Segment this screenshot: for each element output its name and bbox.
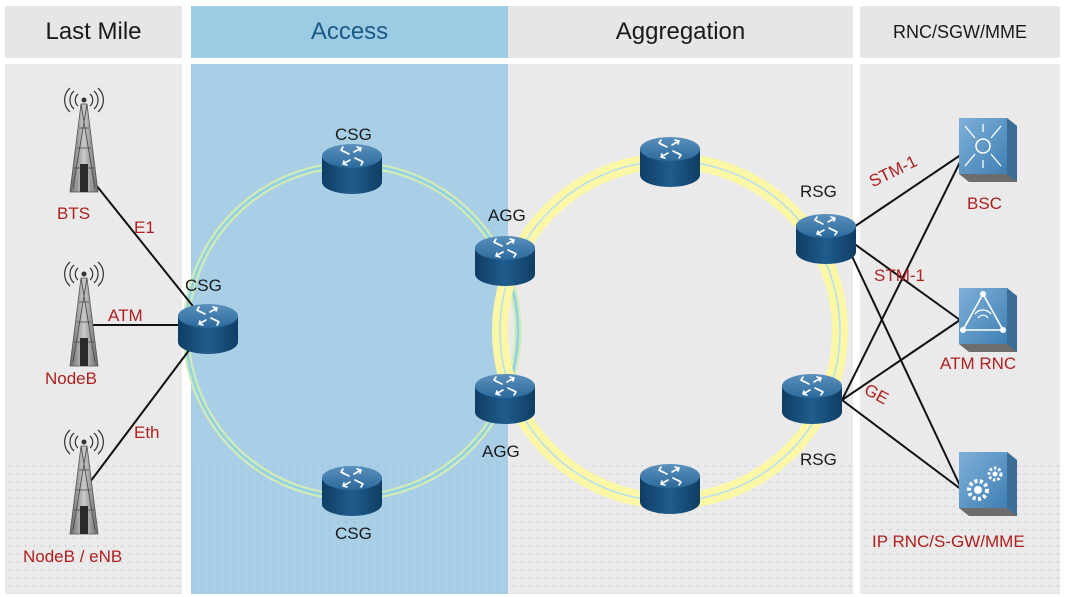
nodeb-label: NodeB xyxy=(45,369,97,388)
rsg-top-label: RSG xyxy=(800,182,837,201)
csg-top-label: CSG xyxy=(335,125,372,144)
ip-rnc-gear-icon xyxy=(959,452,1017,516)
bsc-icon xyxy=(959,118,1017,182)
column-header-last-mile: Last Mile xyxy=(45,18,142,45)
router-icon xyxy=(639,136,701,188)
csg-bottom-label: CSG xyxy=(335,524,372,543)
atm-rnc-icon xyxy=(959,288,1017,352)
atm-rnc-label: ATM RNC xyxy=(940,354,1017,373)
link-atm-label: ATM xyxy=(108,306,143,325)
link-eth-label: Eth xyxy=(134,423,160,442)
router-icon xyxy=(795,213,857,265)
ip-rnc-label: IP RNC/S-GW/MME xyxy=(872,532,1025,551)
column-header-aggregation: Aggregation xyxy=(615,18,746,45)
link-stm1-mid-label: STM-1 xyxy=(874,266,925,285)
router-icon xyxy=(639,463,701,515)
router-icon xyxy=(321,465,383,517)
agg-top-label: AGG xyxy=(488,206,526,225)
rsg-bottom-label: RSG xyxy=(800,450,837,469)
router-icon xyxy=(781,373,843,425)
bsc-label: BSC xyxy=(967,194,1002,213)
column-header-core: RNC/SGW/MME xyxy=(893,21,1027,42)
link-e1-label: E1 xyxy=(134,218,155,237)
router-icon xyxy=(474,373,536,425)
router-icon xyxy=(474,235,536,287)
router-icon xyxy=(177,303,239,355)
nodeb-enb-label: NodeB / eNB xyxy=(23,547,123,566)
column-header-access: Access xyxy=(310,18,389,45)
agg-bottom-label: AGG xyxy=(482,442,520,461)
router-icon xyxy=(321,143,383,195)
bts-label: BTS xyxy=(57,204,91,223)
core-links xyxy=(841,149,969,491)
csg-left-label: CSG xyxy=(185,276,222,295)
